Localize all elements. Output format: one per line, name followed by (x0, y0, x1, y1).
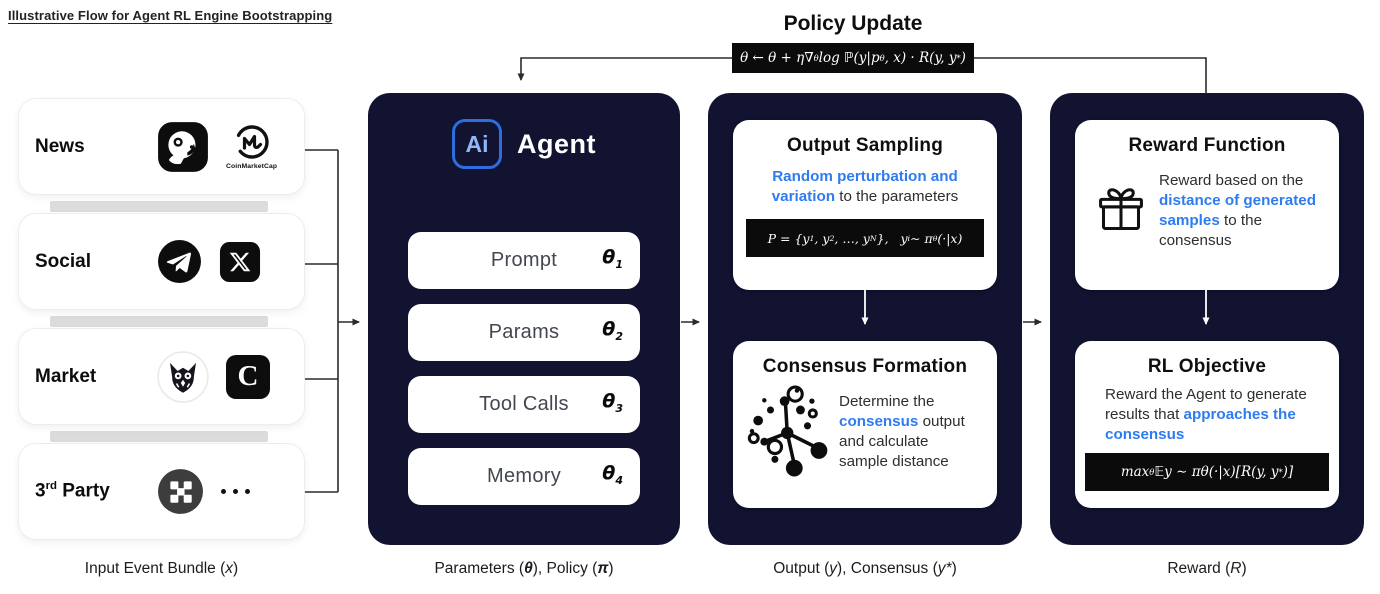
ai-logo-icon: Ai (452, 119, 502, 169)
x-twitter-icon (219, 241, 261, 282)
input-bus-lines (305, 149, 339, 493)
reward-function-title: Reward Function (1128, 135, 1286, 156)
rl-objective-card: RL Objective Reward the Agent to generat… (1075, 341, 1339, 508)
consensus-network-icon (747, 385, 828, 477)
theta-4-symbol: θ4 (602, 462, 623, 487)
theta-1-symbol: θ1 (602, 246, 623, 271)
agent-title: Agent (517, 128, 596, 159)
agent-header: Ai Agent (368, 119, 680, 169)
market-label: Market (35, 365, 97, 387)
sampling-caption: Output (y), Consensus (y*) (773, 560, 957, 577)
panews-bird-icon (158, 121, 208, 172)
output-sampling-desc: Random perturbation and variation to the… (771, 168, 959, 206)
telegram-icon (158, 240, 201, 283)
input-source-social: Social (18, 213, 305, 310)
input-source-news: News CoinMarketCap (18, 98, 305, 195)
news-icons: CoinMarketCap (157, 121, 277, 173)
agent-row-label: Prompt (490, 249, 558, 271)
coinmarketcap-caption: CoinMarketCap (226, 162, 278, 170)
pixel-x-icon (158, 469, 203, 514)
agent-row-prompt: Prompt θ1 (408, 232, 640, 289)
coinmarketcap-icon: CoinMarketCap (226, 123, 277, 171)
theta-2-symbol: θ2 (602, 318, 623, 343)
reward-function-card: Reward Function Reward based on the dist… (1075, 120, 1339, 290)
ellipsis-icon (221, 489, 250, 494)
letter-c-icon: C (226, 354, 270, 399)
third-party-icons (157, 468, 250, 515)
consensus-formation-title: Consensus Formation (762, 356, 968, 377)
owl-market-icon (157, 350, 209, 403)
output-sampling-title: Output Sampling (786, 135, 944, 156)
theta-3-symbol: θ3 (602, 390, 623, 415)
rl-objective-desc: Reward the Agent to generate results tha… (1105, 386, 1307, 444)
agent-row-params: Params θ2 (408, 304, 640, 361)
agent-row-label: Params (488, 321, 560, 343)
sampling-panel: Output Sampling Random perturbation and … (708, 93, 1022, 545)
agent-row-tool-calls: Tool Calls θ3 (408, 376, 640, 433)
reward-panel: Reward Function Reward based on the dist… (1050, 93, 1364, 545)
page-title: Illustrative Flow for Agent RL Engine Bo… (8, 8, 333, 23)
third-party-label: 3rd Party (35, 480, 110, 502)
news-label: News (35, 135, 85, 157)
agent-row-memory: Memory θ4 (408, 448, 640, 505)
stack-divider-bar (50, 316, 268, 327)
stack-divider-bar (50, 201, 268, 212)
social-icons (157, 239, 261, 284)
market-icons: C (157, 350, 270, 403)
reward-function-desc: Reward based on the distance of generate… (1159, 172, 1316, 250)
rl-objective-title: RL Objective (1147, 356, 1267, 377)
consensus-formation-desc: Determine the consensus output and calcu… (839, 392, 965, 471)
gift-icon (1099, 188, 1143, 231)
reward-caption: Reward (R) (1167, 560, 1247, 577)
input-source-market: Market C (18, 328, 305, 425)
agent-parameter-rows: Prompt θ1 Params θ2 Tool Calls θ3 Memory… (368, 232, 680, 505)
agent-row-label: Memory (486, 465, 562, 487)
social-label: Social (35, 250, 91, 272)
agent-panel: Ai Agent Prompt θ1 Params θ2 Tool Calls … (368, 93, 680, 545)
inputs-caption: Input Event Bundle (x) (84, 560, 239, 577)
input-source-third-party: 3rd Party (18, 443, 305, 540)
policy-update-heading: Policy Update (783, 12, 923, 35)
agent-caption: Parameters (θ), Policy (π) (434, 560, 614, 577)
agent-row-label: Tool Calls (479, 393, 569, 415)
consensus-formation-card: Consensus Formation (733, 341, 997, 508)
stack-divider-bar (50, 431, 268, 442)
output-sampling-card: Output Sampling Random perturbation and … (733, 120, 997, 290)
